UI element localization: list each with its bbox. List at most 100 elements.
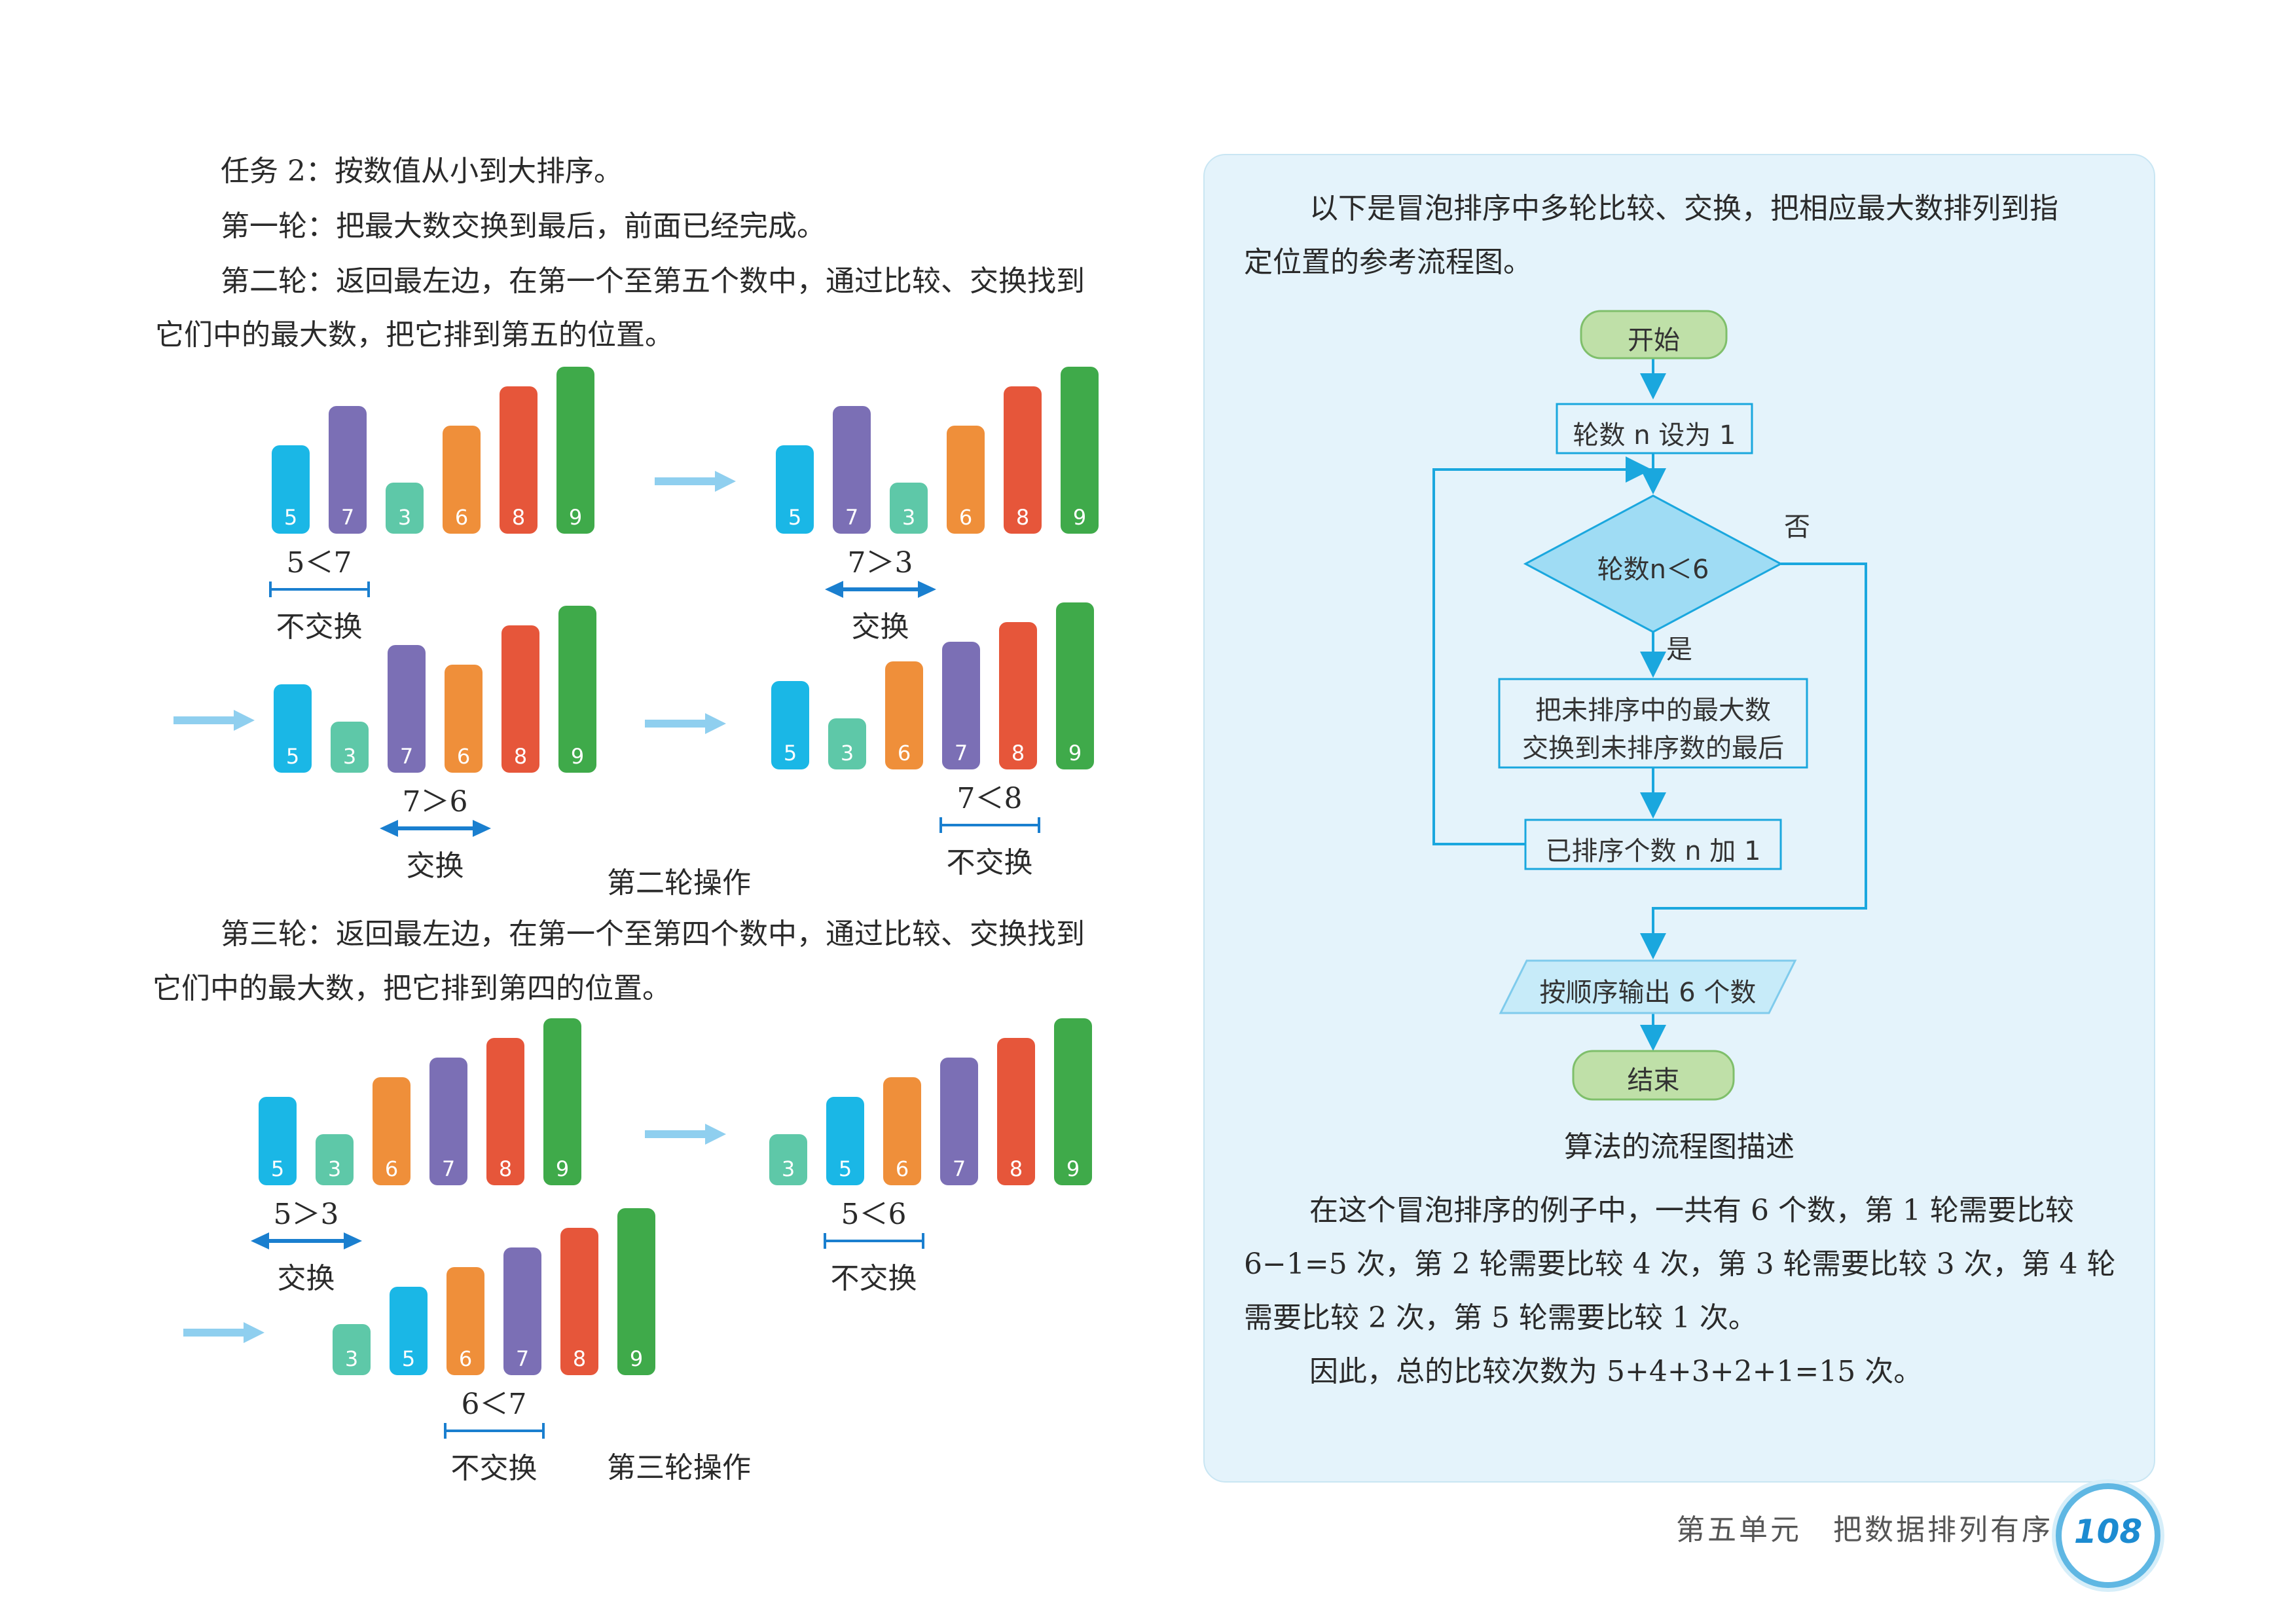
value-bar-label: 3: [397, 505, 412, 530]
action-label: 交换: [851, 610, 909, 644]
no-swap-bar-icon: [268, 581, 370, 597]
value-bar: 8: [560, 1228, 598, 1375]
value-bar-label: 7: [845, 505, 859, 530]
action-label: 不交换: [276, 610, 363, 644]
transition-arrow-icon: [655, 471, 736, 492]
panel-body-line3: 需要比较 2 次，第 5 轮需要比较 1 次。: [1244, 1301, 1757, 1335]
flow-output-node: [1499, 959, 1797, 1014]
value-bar-label: 8: [1015, 505, 1030, 530]
flow-end-label: 结束: [1627, 1065, 1680, 1096]
no-swap-bar-icon: [443, 1423, 545, 1439]
transition-arrow-icon: [645, 713, 726, 734]
value-bar: 8: [999, 622, 1037, 769]
value-bar: 7: [388, 645, 426, 773]
comparison-label: 7＞6: [402, 785, 468, 819]
value-bar-label: 9: [555, 1156, 570, 1181]
round3-line1: 第三轮：返回最左边，在第一个至第四个数中，通过比较、交换找到: [221, 917, 1085, 951]
round2-line2: 它们中的最大数，把它排到第五的位置。: [155, 318, 674, 352]
flow-process-label-2: 交换到未排序数的最后: [1522, 733, 1784, 764]
page-number-badge: 108: [2056, 1483, 2160, 1588]
value-bar: 8: [1004, 386, 1042, 534]
comparison-label: 7＞3: [847, 546, 913, 580]
value-bar-label: 6: [456, 744, 471, 769]
value-bar-label: 7: [515, 1346, 530, 1371]
value-bar: 9: [1056, 602, 1094, 769]
comparison-label: 5＜6: [841, 1198, 907, 1231]
comparison-label: 5＞3: [273, 1198, 339, 1231]
value-bar: 6: [885, 661, 923, 769]
flow-start-label: 开始: [1628, 325, 1680, 356]
transition-arrow-icon: [183, 1322, 264, 1343]
comparison-label: 7＜8: [957, 782, 1023, 815]
flow-caption: 算法的流程图描述: [1564, 1130, 1795, 1164]
value-bar-label: 7: [952, 1156, 966, 1181]
value-bar: 3: [316, 1134, 354, 1185]
value-bar-label: 9: [568, 505, 583, 530]
value-bar-label: 3: [327, 1156, 342, 1181]
value-bar-label: 8: [572, 1346, 587, 1371]
flow-start-node: [1580, 310, 1728, 360]
value-bar: 7: [942, 642, 980, 769]
value-bar-label: 5: [285, 744, 300, 769]
swap-arrow-icon: [824, 581, 936, 598]
value-bar-label: 5: [401, 1346, 416, 1371]
value-bar: 3: [331, 722, 369, 773]
task-line: 任务 2：按数值从小到大排序。: [221, 155, 623, 188]
value-bar-label: 8: [1009, 1156, 1023, 1181]
value-bar: 3: [890, 483, 928, 534]
value-bar: 9: [617, 1208, 655, 1375]
swap-arrow-icon: [379, 820, 491, 837]
value-bar: 5: [274, 684, 312, 773]
value-bar-label: 7: [340, 505, 355, 530]
value-bar: 5: [390, 1287, 428, 1375]
no-swap-bar-icon: [823, 1233, 924, 1249]
flowchart: [1432, 310, 1867, 1101]
value-bar: 8: [486, 1038, 524, 1185]
value-bar-label: 5: [283, 505, 298, 530]
action-label: 交换: [277, 1262, 335, 1295]
value-bar: 9: [1061, 367, 1099, 534]
value-bar: 7: [329, 406, 367, 534]
value-bar: 9: [556, 367, 594, 534]
value-bar: 7: [940, 1058, 978, 1185]
flow-increment-label: 已排序个数 n 加 1: [1545, 836, 1761, 866]
panel-intro-line1: 以下是冒泡排序中多轮比较、交换，把相应最大数排列到指: [1309, 192, 2058, 225]
value-bar-label: 7: [399, 744, 414, 769]
value-bar-label: 6: [384, 1156, 399, 1181]
transition-arrow-icon: [645, 1124, 726, 1145]
value-bar-label: 3: [344, 1346, 359, 1371]
panel-intro-line2: 定位置的参考流程图。: [1244, 246, 1532, 279]
flow-yes-label: 是: [1666, 635, 1692, 665]
value-bar-label: 7: [954, 741, 968, 766]
value-bar-label: 6: [454, 505, 469, 530]
footer-unit-title: 第五单元 把数据排列有序: [1676, 1513, 2053, 1547]
round2-caption: 第二轮操作: [607, 866, 751, 900]
round3-caption: 第三轮操作: [607, 1451, 751, 1485]
no-swap-bar-icon: [939, 817, 1040, 833]
value-bar-label: 6: [897, 741, 911, 766]
page-number: 108: [2073, 1513, 2143, 1551]
value-bar: 9: [543, 1018, 581, 1185]
value-bar: 5: [826, 1097, 864, 1185]
panel-body-line4: 因此，总的比较次数为 5+4+3+2+1=15 次。: [1309, 1355, 1923, 1388]
value-bar: 5: [272, 445, 310, 534]
value-bar: 6: [445, 665, 483, 773]
value-bar: 6: [883, 1077, 921, 1185]
value-bar: 6: [947, 426, 985, 534]
value-bar: 6: [373, 1077, 410, 1185]
value-bar-label: 3: [840, 741, 854, 766]
value-bar: 8: [500, 386, 538, 534]
value-bar-label: 3: [342, 744, 357, 769]
round2-line1: 第二轮：返回最左边，在第一个至第五个数中，通过比较、交换找到: [221, 265, 1085, 298]
flow-init-label: 轮数 n 设为 1: [1573, 420, 1736, 451]
value-bar: 5: [776, 445, 814, 534]
flow-output-label: 按顺序输出 6 个数: [1539, 978, 1757, 1008]
value-bar: 3: [333, 1324, 371, 1375]
value-bar: 9: [558, 606, 596, 773]
value-bar-label: 9: [1068, 741, 1082, 766]
